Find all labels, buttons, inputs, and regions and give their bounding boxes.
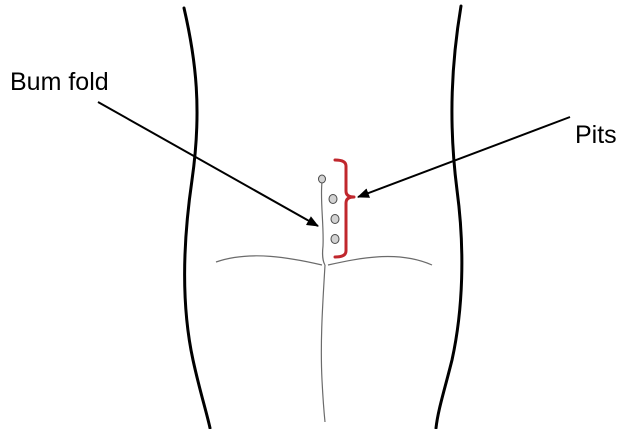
pit-4	[331, 235, 339, 244]
pit-2	[329, 195, 337, 204]
right-gluteal-crease	[328, 256, 432, 265]
pits-label: Pits	[575, 123, 617, 148]
bum-fold-arrow	[98, 102, 318, 226]
natal-cleft-lower	[321, 265, 325, 422]
natal-cleft-upper	[321, 182, 325, 265]
pit-3	[331, 215, 339, 224]
left-body-outline	[184, 8, 210, 428]
pits-arrow	[358, 117, 570, 197]
bum-fold-label: Bum fold	[10, 70, 109, 95]
pit-1	[319, 175, 326, 183]
left-gluteal-crease	[216, 256, 322, 265]
right-body-outline	[436, 6, 462, 428]
